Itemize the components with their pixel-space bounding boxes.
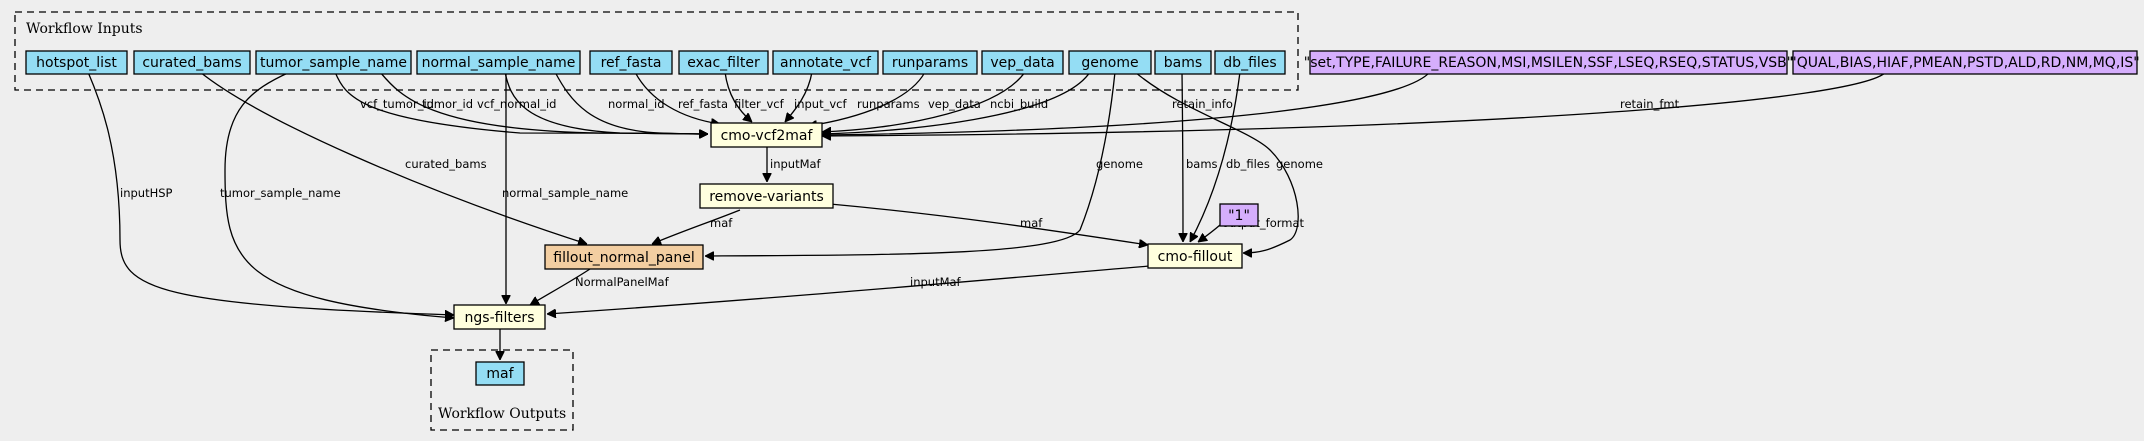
node-cmo-fillout[interactable]: cmo-fillout (1147, 243, 1243, 269)
node-normal-sample-name[interactable]: normal_sample_name (416, 50, 581, 75)
node-fillout-normal-panel-label: fillout_normal_panel (553, 250, 694, 266)
label-curated-bams: curated_bams (405, 157, 487, 171)
edge-ncbi-build (822, 71, 1091, 134)
node-exac-filter[interactable]: exac_filter (678, 50, 769, 75)
node-ngs-filters-label: ngs-filters (465, 310, 535, 326)
node-annotate-vcf[interactable]: annotate_vcf (772, 50, 879, 75)
node-runparams-label: runparams (892, 55, 968, 71)
node-curated-bams[interactable]: curated_bams (133, 50, 251, 75)
label-vcf-normal-id: vcf_normal_id (477, 97, 556, 111)
node-remove-variants-label: remove-variants (709, 189, 824, 205)
node-retain-info-default-label: "set,TYPE,FAILURE_REASON,MSI,MSILEN,SSF,… (1304, 55, 1793, 71)
label-normal-sample-name: normal_sample_name (502, 186, 628, 200)
node-retain-fmt-default[interactable]: "QUAL,BIAS,HIAF,PMEAN,PSTD,ALD,RD,NM,MQ,… (1790, 50, 2140, 75)
edge-input-vcf (785, 71, 813, 122)
label-retain-info: retain_info (1172, 97, 1233, 111)
edge-db-files (1189, 71, 1241, 242)
node-maf-output[interactable]: maf (475, 361, 525, 386)
label-ref-fasta: ref_fasta (678, 97, 728, 111)
label-db-files: db_files (1226, 157, 1270, 171)
node-bams-label: bams (1164, 55, 1202, 71)
node-genome[interactable]: genome (1068, 50, 1152, 75)
edge-genome-1 (705, 71, 1116, 256)
label-inputmaf-2: inputMaf (910, 275, 962, 289)
label-genome-1: genome (1096, 157, 1143, 171)
node-db-files[interactable]: db_files (1214, 50, 1286, 75)
step-nodes: cmo-vcf2maf remove-variants fillout_norm… (453, 122, 1243, 330)
node-fillout-normal-panel[interactable]: fillout_normal_panel (544, 244, 704, 270)
edge-vep-data (822, 71, 1026, 132)
label-normal-id: normal_id (608, 97, 665, 111)
node-normal-sample-name-label: normal_sample_name (422, 55, 576, 71)
node-tumor-sample-name-label: tumor_sample_name (260, 55, 407, 71)
node-retain-fmt-default-label: "QUAL,BIAS,HIAF,PMEAN,PSTD,ALD,RD,NM,MQ,… (1790, 55, 2139, 71)
label-tumor-id: tumor_id (422, 97, 473, 111)
node-exac-filter-label: exac_filter (687, 55, 760, 71)
node-curated-bams-label: curated_bams (142, 55, 241, 71)
default-nodes: "set,TYPE,FAILURE_REASON,MSI,MSILEN,SSF,… (1219, 50, 2140, 227)
edge-bams (1182, 71, 1183, 242)
edge-output-format (1198, 224, 1221, 242)
edge-tumor-sample-name (224, 71, 454, 318)
node-output-format-default-label: "1" (1228, 208, 1250, 224)
node-output-format-default[interactable]: "1" (1219, 203, 1259, 227)
label-ncbi-build: ncbi_build (990, 97, 1048, 111)
edge-normalpanelmaf (530, 268, 591, 306)
node-annotate-vcf-label: annotate_vcf (780, 55, 872, 71)
edge-maf-2 (829, 203, 1148, 245)
label-runparams: runparams (857, 97, 920, 111)
label-genome-2: genome (1276, 157, 1323, 171)
edge-normal-id (554, 71, 708, 134)
edge-labels: vcf_tumor_id tumor_id vcf_normal_id norm… (120, 97, 1680, 289)
node-cmo-fillout-label: cmo-fillout (1158, 249, 1233, 265)
node-vep-data-label: vep_data (990, 55, 1054, 71)
edge-ref-fasta (634, 71, 720, 124)
node-ngs-filters[interactable]: ngs-filters (453, 304, 546, 330)
label-vep-data: vep_data (928, 97, 981, 111)
node-ref-fasta-label: ref_fasta (601, 55, 662, 71)
node-tumor-sample-name[interactable]: tumor_sample_name (255, 50, 412, 75)
label-normalpanelmaf: NormalPanelMaf (575, 275, 670, 289)
node-vep-data[interactable]: vep_data (981, 50, 1064, 75)
node-ref-fasta[interactable]: ref_fasta (589, 50, 673, 75)
workflow-inputs-title: Workflow Inputs (26, 21, 143, 37)
label-retain-fmt: retain_fmt (1620, 97, 1680, 111)
label-input-vcf: input_vcf (794, 97, 847, 111)
edge-filter-vcf (724, 71, 752, 122)
label-bams: bams (1186, 157, 1218, 171)
workflow-outputs-title: Workflow Outputs (438, 406, 566, 422)
node-remove-variants[interactable]: remove-variants (699, 183, 834, 209)
node-runparams[interactable]: runparams (882, 50, 978, 75)
edges (87, 71, 1887, 360)
node-maf-output-label: maf (486, 366, 514, 382)
edge-runparams (808, 71, 926, 126)
node-cmo-vcf2maf-label: cmo-vcf2maf (721, 128, 814, 144)
label-filter-vcf: filter_vcf (734, 97, 785, 111)
node-retain-info-default[interactable]: "set,TYPE,FAILURE_REASON,MSI,MSILEN,SSF,… (1304, 50, 1793, 75)
label-inputhsp: inputHSP (120, 186, 173, 200)
label-vcf-tumor-id: vcf_tumor_id (360, 97, 434, 111)
workflow-inputs-cluster (14, 11, 1299, 91)
edge-retain-fmt (822, 71, 1887, 136)
node-hotspot-list[interactable]: hotspot_list (25, 50, 128, 75)
label-maf-2: maf (1020, 216, 1043, 230)
node-db-files-label: db_files (1223, 55, 1276, 71)
label-tumor-sample-name: tumor_sample_name (220, 186, 341, 200)
edge-curated-bams (199, 71, 587, 244)
label-maf-1: maf (710, 216, 733, 230)
edge-maf-1 (652, 209, 741, 244)
node-cmo-vcf2maf[interactable]: cmo-vcf2maf (710, 122, 823, 148)
node-genome-label: genome (1081, 55, 1138, 71)
node-bams[interactable]: bams (1154, 50, 1212, 75)
edge-genome-2 (1134, 71, 1299, 253)
node-hotspot-list-label: hotspot_list (36, 55, 117, 71)
input-nodes: hotspot_list curated_bams tumor_sample_n… (25, 50, 1286, 75)
edge-inputmaf-2 (547, 265, 1151, 314)
edge-retain-info (822, 71, 1431, 135)
workflow-outputs-cluster (430, 349, 574, 431)
label-inputmaf-1: inputMaf (770, 157, 822, 171)
edge-inputhsp (87, 71, 454, 315)
